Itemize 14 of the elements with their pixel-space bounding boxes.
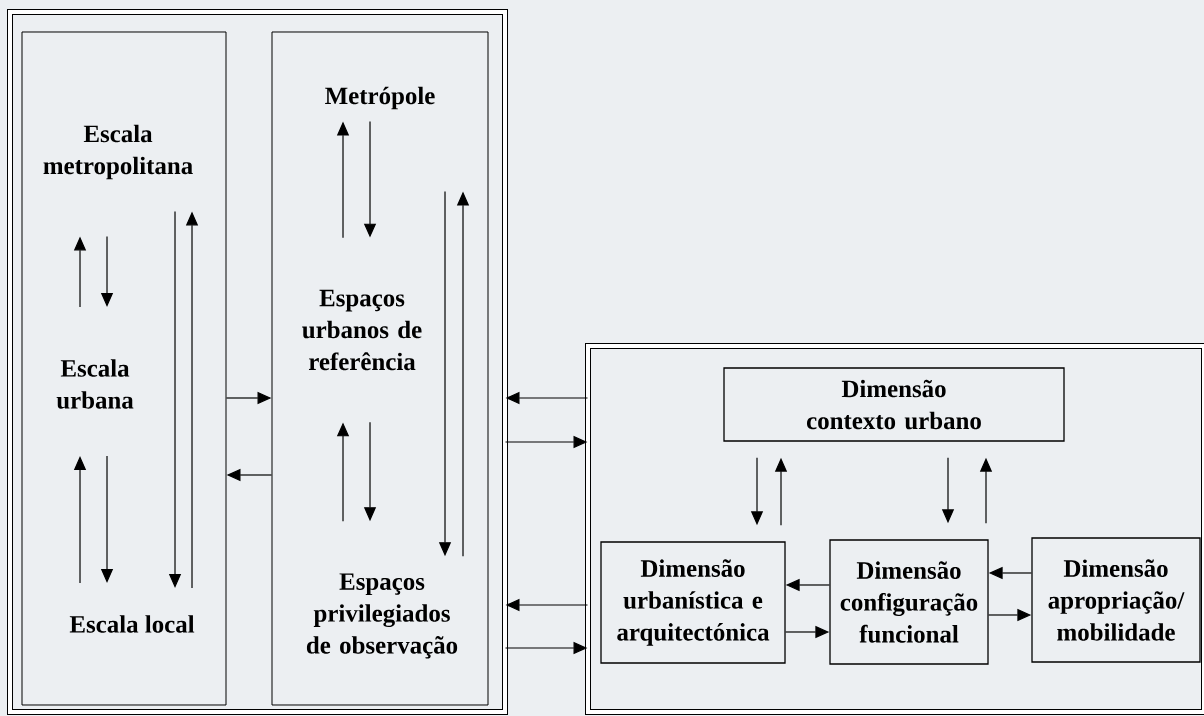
frame-box — [21, 31, 227, 706]
scale-label: Espaços privilegiados de observação — [306, 573, 458, 659]
frame-box — [7, 9, 508, 715]
dimension-box: Dimensão apropriação/ mobilidade — [1031, 537, 1201, 663]
scale-label: Metrópole — [325, 86, 435, 110]
scale-label: Espaços urbanos de referência — [302, 289, 422, 371]
frame-box — [585, 343, 1204, 715]
frame-box — [271, 31, 489, 706]
scale-label: Escala metropolitana — [43, 124, 193, 180]
dimension-box: Dimensão urbanística e arquitectónica — [600, 541, 786, 664]
dimension-box: Dimensão contexto urbano — [723, 367, 1065, 442]
dimension-box: Dimensão configuração funcional — [829, 539, 989, 665]
scale-label: Escala urbana — [56, 359, 134, 409]
scale-label: Escala local — [69, 615, 195, 633]
